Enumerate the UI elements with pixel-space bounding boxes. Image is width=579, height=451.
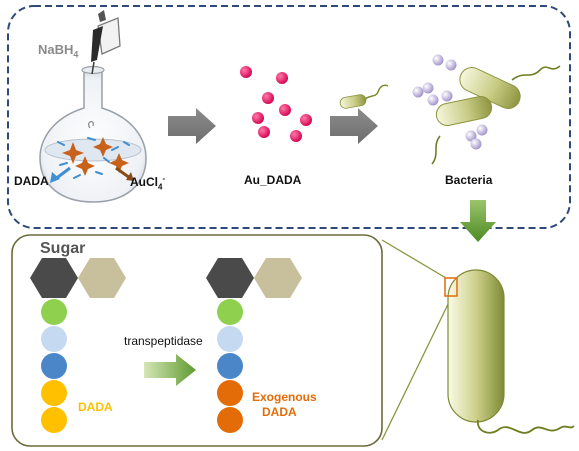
amino-acid-circle-green: [41, 299, 67, 325]
nanoparticle: [258, 126, 270, 138]
down-arrow: [460, 200, 496, 242]
exogenous-label-line2: DADA: [262, 405, 297, 419]
bacteria-label: Bacteria: [445, 173, 493, 187]
sugar-label: Sugar: [40, 240, 86, 257]
nabh4-label-main: NaBH: [38, 42, 74, 57]
nanoparticle: [300, 114, 312, 126]
sugar-hexagon-dark: [30, 258, 78, 298]
dada-flask-label: DADA: [14, 174, 49, 188]
aucl-arrow-right: [115, 166, 134, 181]
zoom-region-marker: [444, 277, 458, 297]
dada-circle-yellow: [41, 380, 67, 406]
transpeptidase-arrow: [144, 354, 196, 386]
exogenous-dada-circle-orange: [217, 407, 243, 433]
sugar-hexagon-light: [78, 258, 126, 298]
amino-acid-circle-lightblue: [217, 326, 243, 352]
au-dada-label: Au_DADA: [244, 173, 302, 187]
amino-acid-circle-blue: [41, 353, 67, 379]
aucl4-label-main: AuCl: [130, 175, 158, 189]
amino-acid-circle-lightblue: [41, 326, 67, 352]
nabh4-dropper-bottle: [91, 10, 121, 75]
nanoparticle: [240, 66, 252, 78]
modified-peptidoglycan-chain: [206, 258, 302, 433]
gold-particle: [412, 86, 424, 98]
dada-yellow-label: DADA: [78, 400, 113, 414]
sugar-hexagon-dark: [206, 258, 254, 298]
au-dada-nanoparticles: [240, 66, 312, 142]
gold-particle: [432, 54, 444, 66]
nanoparticle: [290, 130, 302, 142]
aucl4-label-superscript: -: [162, 174, 166, 183]
native-peptidoglycan-chain: [30, 258, 126, 433]
gold-particle: [422, 82, 434, 94]
nanoparticle: [276, 72, 288, 84]
nanoparticle: [252, 112, 264, 124]
gold-particle: [465, 130, 477, 142]
zoom-line-bottom: [381, 295, 453, 441]
small-bacterium: [339, 84, 389, 109]
gold-particle: [427, 94, 439, 106]
gold-particle: [441, 90, 453, 102]
exogenous-label-line1: Exogenous: [252, 390, 317, 404]
gold-particle: [445, 59, 457, 71]
nabh4-label-subscript: 4: [73, 49, 79, 60]
dada-arrow-left: [50, 166, 71, 183]
bacteria-group: [412, 54, 561, 165]
process-arrow-1: [168, 108, 216, 144]
amino-acid-circle-green: [217, 299, 243, 325]
flask-reaction-particles: [57, 137, 130, 179]
gold-particle: [476, 124, 488, 136]
amino-acid-circle-blue: [217, 353, 243, 379]
zoom-line-top: [381, 239, 447, 279]
process-arrow-2: [330, 108, 378, 144]
nanoparticle: [279, 104, 291, 116]
aucl4-label: AuCl4-: [130, 174, 165, 191]
exogenous-dada-circle-orange: [217, 380, 243, 406]
large-bacterium: [444, 269, 575, 434]
nabh4-label: NaBH4: [38, 42, 78, 60]
nanoparticle: [262, 92, 274, 104]
gold-particle: [470, 138, 482, 150]
dada-circle-yellow: [41, 407, 67, 433]
top-panel-dashed-frame: [7, 5, 571, 229]
sugar-hexagon-light: [254, 258, 302, 298]
transpeptidase-label: transpeptidase: [124, 334, 203, 348]
aucl4-label-subscript: 4: [158, 182, 163, 192]
